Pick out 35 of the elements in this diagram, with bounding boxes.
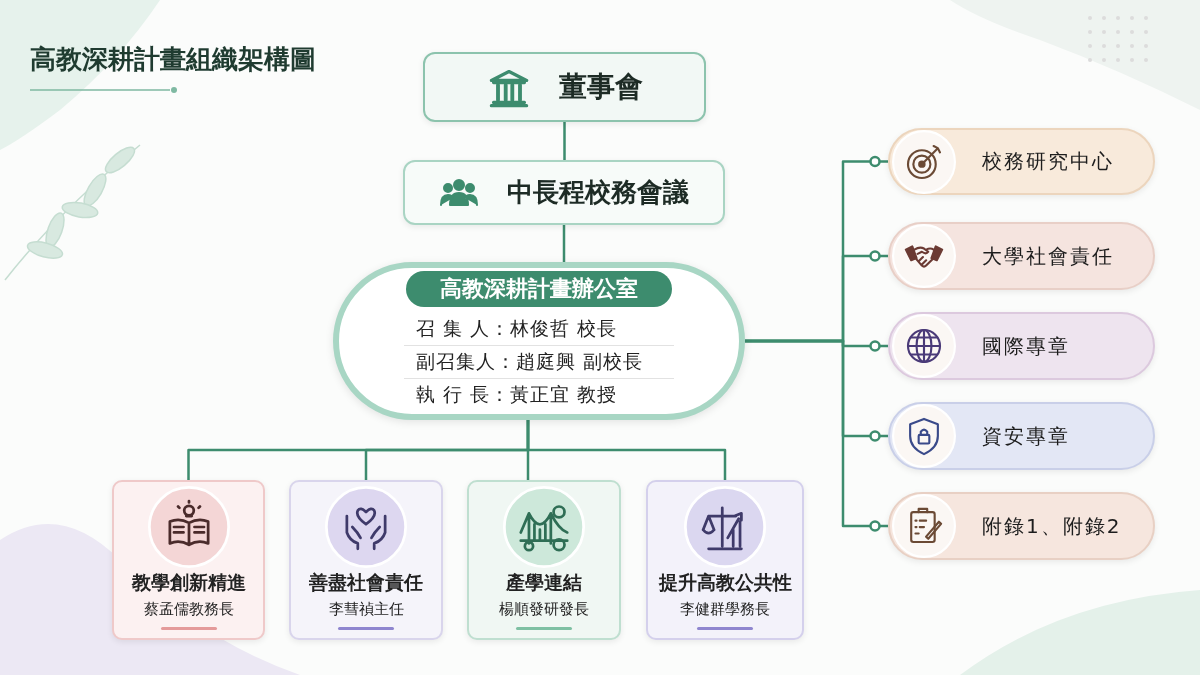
pill-label: 資安專章 xyxy=(982,422,1070,450)
goal-card xyxy=(467,480,621,640)
card-person: 楊順發研發長 xyxy=(499,600,589,619)
card-title: 善盡社會責任 xyxy=(309,570,423,595)
title: 高教深耕計畫組織架構圖 xyxy=(30,43,316,76)
pill-label: 附錄1、附錄2 xyxy=(982,512,1122,540)
card-person: 李健群學務長 xyxy=(680,600,770,619)
member-row-text: 執 行 長：黃正宜 教授 xyxy=(415,382,619,407)
unit-pill xyxy=(888,492,1155,560)
goal-card xyxy=(112,480,265,640)
org-box xyxy=(403,160,725,225)
member-row: 副召集人：趙庭興 副校長 xyxy=(404,346,674,379)
card-person: 李彗禎主任 xyxy=(328,600,404,619)
card-title: 教學創新精進 xyxy=(131,570,246,595)
unit-pill xyxy=(888,312,1155,380)
box-label: 中長程校務會議 xyxy=(507,176,689,209)
connector-line xyxy=(563,122,566,160)
card-title: 產學連結 xyxy=(506,570,582,595)
card-title: 提升高教公共性 xyxy=(658,570,792,595)
org-box xyxy=(423,52,706,122)
card-person: 蔡孟儒教務長 xyxy=(143,600,234,619)
box-label: 董事會 xyxy=(558,69,643,105)
unit-pill xyxy=(888,402,1155,470)
unit-pill xyxy=(888,128,1155,195)
connector-line xyxy=(745,339,888,532)
goal-card xyxy=(289,480,443,640)
goal-card xyxy=(646,480,804,640)
unit-pill xyxy=(888,222,1155,290)
pill-label: 大學社會責任 xyxy=(982,242,1114,270)
pill-label: 國際專章 xyxy=(982,332,1070,360)
pill-label: 校務研究中心 xyxy=(982,148,1114,175)
office-heading: 高教深耕計畫辦公室 xyxy=(406,271,672,307)
connector-line xyxy=(526,420,727,480)
member-row: 召 集 人：林俊哲 校長 xyxy=(404,313,674,346)
connector-line xyxy=(562,225,566,262)
